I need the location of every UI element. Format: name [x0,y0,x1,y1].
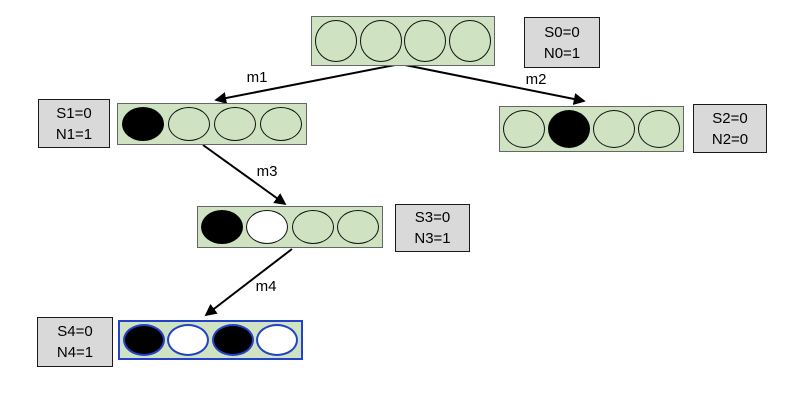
piece-white [256,324,299,356]
piece-empty [260,107,302,141]
piece-white [246,210,289,244]
stats-line: S0=0 [544,23,580,41]
edge-m3 [202,144,287,206]
state-node-S4 [118,320,303,360]
piece-empty [404,20,447,62]
stats-line: N1=1 [55,125,93,143]
stats-line: N0=1 [543,44,581,62]
piece-empty [449,20,492,62]
piece-white [167,324,210,356]
piece-empty [214,107,256,141]
edge-label-m3: m3 [257,163,278,180]
stats-line: N2=0 [711,130,749,148]
state-node-S3 [197,206,383,248]
piece-black [122,324,165,356]
piece-empty [359,20,402,62]
piece-empty [291,210,334,244]
piece-empty [336,210,379,244]
piece-black [548,110,590,148]
edge-m4 [204,248,293,317]
edge-label-m4: m4 [256,278,277,295]
piece-black [211,324,254,356]
edge-label-m2: m2 [526,71,547,88]
stats-line: S3=0 [414,209,451,226]
piece-empty [168,107,210,141]
edge-label-m1: m1 [247,69,268,86]
piece-empty [593,110,635,148]
edge-m1 [214,63,401,104]
stats-line: S4=0 [57,323,93,340]
piece-empty [314,20,357,62]
edge-m2 [399,63,586,105]
piece-black [201,210,244,244]
stats-line: S2=0 [712,109,748,127]
state-node-S2 [499,106,684,152]
stats-line: N3=1 [414,230,451,247]
stats-line: N4=1 [56,344,94,361]
state-node-S0 [311,16,495,66]
state-node-S1 [117,103,307,145]
stats-line: S1=0 [56,104,92,122]
piece-empty [503,110,545,148]
piece-black [122,107,164,141]
piece-empty [638,110,680,148]
